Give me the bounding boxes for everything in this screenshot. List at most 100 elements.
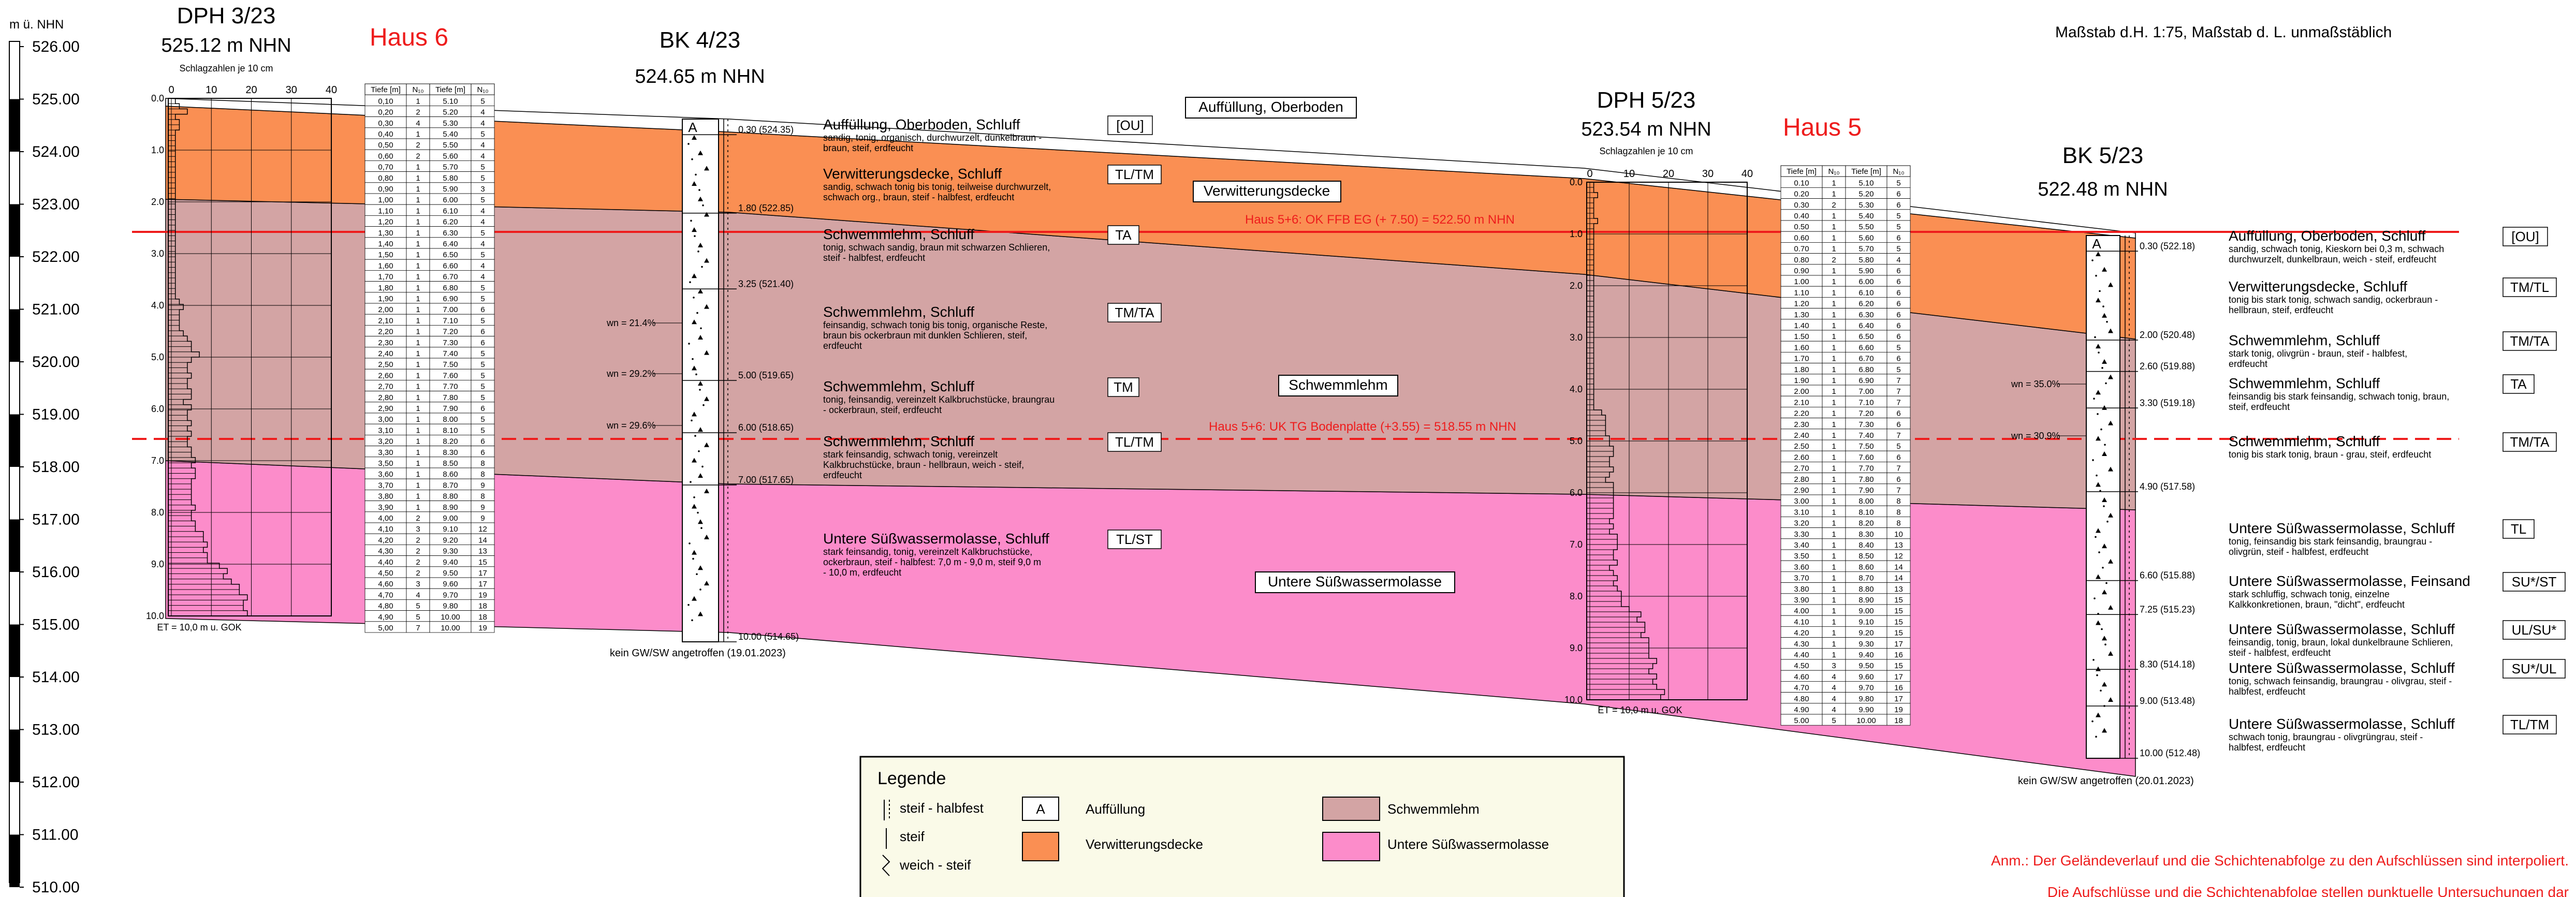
bk-pattern-dot — [694, 435, 696, 437]
table-cell — [471, 621, 495, 633]
table-cell-value: 1 — [1832, 223, 1836, 231]
bk-pattern-dot — [693, 496, 695, 498]
table-cell-value: 4.90 — [1794, 705, 1809, 714]
table-cell-value: 1 — [1832, 519, 1836, 528]
bk-pattern-mark — [698, 565, 703, 570]
layer-code: TM/TL — [2510, 280, 2549, 295]
table-cell-value: 10.00 — [1856, 716, 1876, 725]
table-cell-value: 1 — [416, 273, 420, 282]
bk-pattern-dot — [696, 312, 698, 314]
scale-tick-label: 525.00 — [32, 91, 80, 108]
bk-pattern-mark — [698, 473, 703, 478]
consistency-soft-stiff-icon — [882, 855, 890, 876]
table-cell-value: 5 — [1832, 716, 1836, 725]
table-cell-value: 6 — [1896, 311, 1900, 319]
bk-layer-depth-label: 7.00 (517.65) — [738, 475, 794, 485]
table-cell-value: 1 — [1832, 475, 1836, 484]
table-header-label: Tiefe [m] — [1787, 167, 1817, 176]
bk-pattern-mark — [704, 304, 709, 309]
table-cell-value: 16 — [1894, 651, 1903, 659]
dph-axis-label: 30 — [286, 84, 297, 96]
scale-tick-label: 526.00 — [32, 38, 80, 55]
water-content-label: wn = 35.0% — [2011, 379, 2060, 389]
table-cell-value: 3.80 — [1794, 585, 1809, 594]
table-cell-value: 1 — [416, 349, 420, 358]
bk-pattern-dot — [698, 450, 700, 452]
table-cell-value: 1 — [1832, 288, 1836, 297]
bk-pattern-dot — [688, 343, 690, 345]
table-cell-value: 2 — [416, 536, 420, 545]
table-cell-value: 7.50 — [1858, 442, 1874, 451]
table-cell-value: 19 — [1894, 705, 1903, 714]
table-cell-value: 1 — [416, 261, 420, 270]
dph-axis-label: 0 — [168, 84, 174, 96]
table-cell-value: 8.00 — [443, 415, 458, 424]
scale-tick-label: 518.00 — [32, 459, 80, 476]
layer-description: Kalkkonkretionen, braun, "dicht", erdfeu… — [2229, 599, 2405, 610]
bk-pattern-mark — [2102, 682, 2107, 687]
table-cell — [1886, 714, 1911, 726]
bk-layer-depth-label: 3.30 (519.18) — [2140, 398, 2195, 408]
table-cell-value: 8.00 — [1858, 497, 1874, 506]
table-cell-value: 5 — [1896, 212, 1900, 220]
layer-title: Untere Süßwassermolasse, Schluff — [823, 531, 1049, 547]
bk-pattern-mark — [2108, 512, 2113, 518]
bk-pattern-dot — [2106, 320, 2108, 323]
table-cell-value: 3 — [416, 525, 420, 534]
table-cell-value: 8.20 — [1858, 519, 1874, 528]
bk-layer-depth-label: 5.00 (519.65) — [738, 370, 794, 380]
bk-pattern-dot — [2092, 659, 2095, 661]
layer-description: tonig, schwach sandig, braun mit schwarz… — [823, 242, 1050, 253]
note-interpolated: Anm.: Der Geländeverlauf und die Schicht… — [1991, 852, 2569, 869]
table-cell-value: 15 — [1894, 617, 1903, 626]
scale-ticks: 526.00525.00524.00523.00522.00521.00520.… — [9, 38, 80, 896]
table-cell-value: 9.40 — [443, 558, 458, 567]
layer-code: TL — [2511, 521, 2526, 537]
bk-layer-depth-label: 9.00 (513.48) — [2140, 696, 2195, 706]
table-cell-value: 0.10 — [1794, 179, 1809, 187]
table-cell-value: 1 — [1832, 607, 1836, 615]
table-cell-value: 4.80 — [1794, 695, 1809, 703]
bk-layer-depth-label: 8.30 (514.18) — [2140, 659, 2195, 669]
layer-description: tonig, feinsandig, vereinzelt Kalkbruchs… — [823, 394, 1055, 405]
bk-pattern-mark — [2108, 374, 2113, 379]
table-cell-value: 5,00 — [378, 624, 393, 633]
table-cell-value: 6 — [1896, 267, 1900, 275]
table-cell-value: 4,90 — [378, 613, 393, 622]
table-cell-value: 3 — [416, 580, 420, 589]
table-cell-value: 2,80 — [378, 393, 393, 402]
table-cell-value: 1 — [416, 316, 420, 325]
layer-description: schwach org., braun, steif - halbfest, e… — [823, 192, 1014, 202]
bk-pattern-dot — [696, 573, 698, 576]
bk-pattern-dot — [691, 619, 693, 622]
layer-description: stark tonig, olivgrün - braun, steif - h… — [2229, 348, 2407, 359]
table-cell-value: 8.60 — [443, 470, 458, 479]
table-cell-value: 6.00 — [1858, 277, 1874, 286]
table-cell-value: 2.90 — [1794, 486, 1809, 495]
table-cell-value: 1 — [1832, 321, 1836, 330]
bk-pattern-mark — [2096, 252, 2101, 256]
table-cell-value: 2 — [1832, 201, 1836, 210]
house6-label: Haus 6 — [370, 24, 448, 51]
bk-pattern-dot — [2102, 305, 2104, 307]
table-cell-value: 7.80 — [443, 393, 458, 402]
table-cell-value: 5.10 — [1858, 179, 1874, 187]
dph-depth-label: 4.0 — [1570, 384, 1583, 394]
scale-tick-label: 513.00 — [32, 722, 80, 739]
layer-description: braun bis ockerbraun mit dunklen Schlier… — [823, 330, 1027, 341]
table-cell-value: 7.30 — [1858, 420, 1874, 429]
table-cell-value: 17 — [478, 569, 487, 578]
dph5-note: Schlagzahlen je 10 cm — [1599, 146, 1693, 156]
table-cell-value: 3.20 — [1794, 519, 1809, 528]
water-content-label: wn = 30.9% — [2011, 431, 2060, 441]
table-cell-value: 5 — [1896, 245, 1900, 254]
layer-code: TL/TM — [1115, 167, 1154, 182]
table-cell-value: 1,60 — [378, 261, 393, 270]
table-cell-value: 1.60 — [1794, 343, 1809, 352]
table-cell-value: 4 — [480, 273, 485, 282]
bk-pattern-dot — [697, 511, 699, 514]
table-cell-value: 5.70 — [443, 163, 458, 172]
table-cell-value: 0,50 — [378, 141, 393, 150]
table-cell-value: 5 — [480, 360, 485, 369]
